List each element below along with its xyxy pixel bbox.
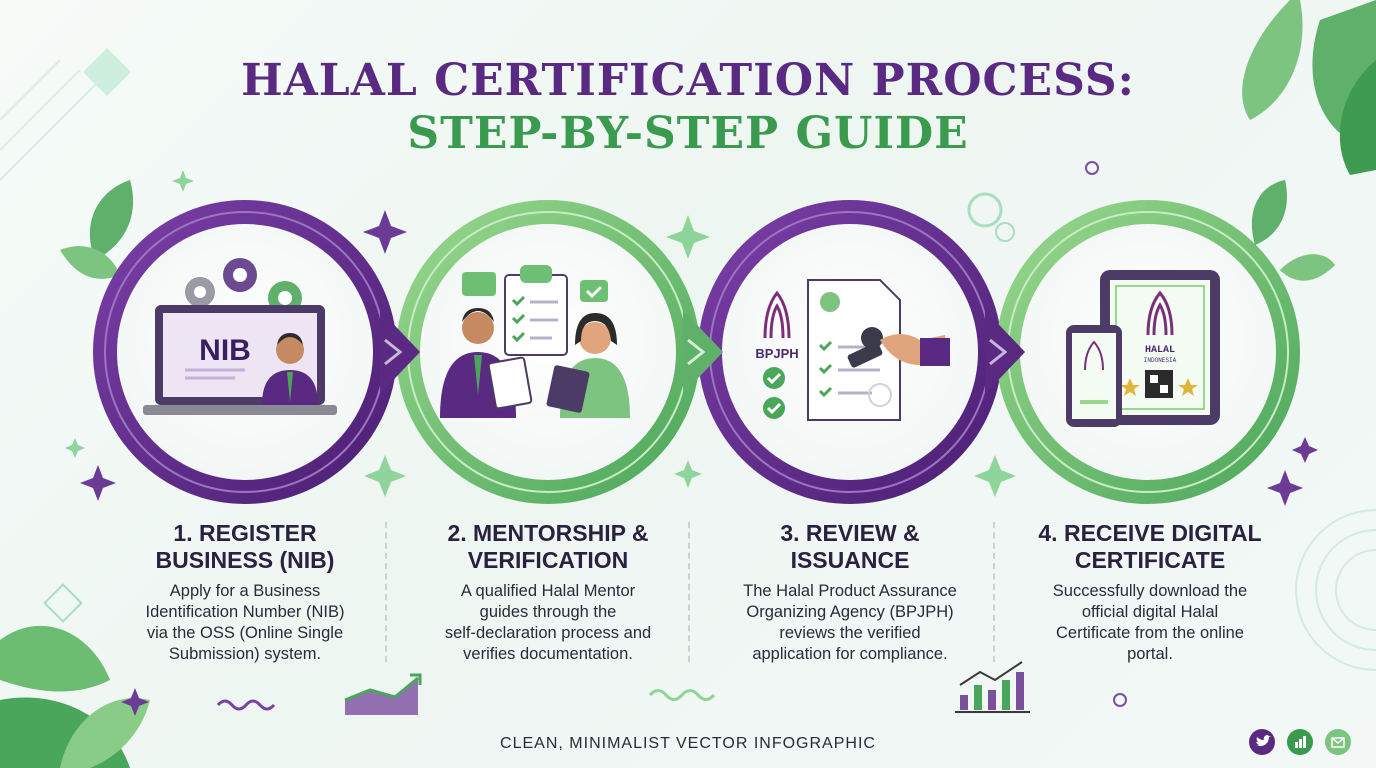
arrow-connector-2 (683, 310, 723, 394)
halal-logo-icon-small (1084, 340, 1104, 371)
halal-label: HALAL (1145, 345, 1175, 356)
mentorship-illustration (440, 265, 630, 418)
footer-caption: CLEAN, MINIMALIST VECTOR INFOGRAPHIC (500, 735, 876, 752)
step-4-description: Successfully download the official digit… (995, 581, 1305, 665)
step-2-desc-line: guides through the (479, 603, 617, 621)
step-4-desc-line: official digital Halal (1081, 603, 1219, 621)
step-1-desc-line: via the OSS (Online Single (146, 624, 344, 642)
star-icon-2 (1178, 378, 1198, 396)
step-1-title-line-2: BUSINESS (NIB) (155, 547, 335, 573)
page-title-line-1: HALAL CERTIFICATION PROCESS: (241, 55, 1135, 106)
step-1-desc-line: Identification Number (NIB) (145, 603, 345, 621)
diamond-outline-decoration (43, 583, 83, 623)
step-3-description: The Halal Product Assurance Organizing A… (690, 581, 1010, 665)
certificate-devices-illustration (1066, 270, 1220, 427)
bpjph-label: BPJPH (755, 346, 798, 361)
stamp-icon (847, 327, 883, 368)
gear-icon-purple (223, 258, 257, 292)
step-3-title-line-1: 3. REVIEW & (780, 520, 920, 546)
concentric-rings-decoration (1295, 509, 1376, 671)
step-2-title-line-1: 2. MENTORSHIP & (447, 520, 649, 546)
step-2-description: A qualified Halal Mentor guides through … (393, 581, 703, 665)
check-bubble-icon (580, 280, 608, 302)
leaf-decoration-left (60, 180, 134, 279)
laptop-illustration (143, 258, 337, 415)
step-1-desc-line: Submission) system. (168, 645, 322, 663)
step-2-title-line-2: VERIFICATION (467, 547, 629, 573)
bar-chart-decoration (955, 661, 1030, 713)
sparkle-decorations (80, 210, 1318, 716)
wave-decoration-purple (216, 699, 276, 711)
diagonal-lines-decoration (0, 59, 101, 181)
indonesia-label: INDONESIA (1144, 357, 1177, 364)
step-4-desc-line: portal. (1127, 645, 1173, 663)
step-4-title-line-2: CERTIFICATE (1074, 547, 1226, 573)
step-separator (688, 522, 690, 662)
step-separator (385, 522, 387, 662)
leaf-decoration-top-right (1242, 0, 1376, 175)
step-1-description: Apply for a Business Identification Numb… (90, 581, 400, 665)
page-title-line-2: STEP-BY-STEP GUIDE (407, 108, 969, 159)
step-4-desc-line: Certificate from the online (1055, 624, 1244, 642)
nib-label: NIB (199, 334, 251, 367)
arrow-connector-3 (985, 310, 1025, 394)
mail-icon[interactable] (1325, 729, 1351, 755)
review-illustration (763, 279, 950, 421)
step-4-desc-line: Successfully download the (1052, 582, 1248, 600)
step-2-desc-line: self-declaration process and (444, 624, 652, 642)
step-1-title-line-1: 1. REGISTER (173, 520, 317, 546)
ring-decoration-small (995, 222, 1015, 242)
step-2-desc-line: A qualified Halal Mentor (460, 582, 636, 600)
bpjph-logo-icon (763, 290, 791, 339)
sparkle-decorations-green (65, 170, 1016, 497)
step-3-desc-line: The Halal Product Assurance (743, 582, 957, 600)
ring-decoration-purple (1085, 161, 1099, 175)
ring-decoration-purple-bottom (1113, 693, 1127, 707)
halal-logo-icon (1146, 290, 1174, 336)
star-icon (1120, 378, 1140, 396)
leaf-decoration-right (1251, 180, 1335, 281)
step-separator (993, 522, 995, 662)
arrow-connector-1 (380, 310, 420, 394)
step-3-title: 3. REVIEW & ISSUANCE (700, 520, 1000, 574)
leaf-decoration-bottom-left (0, 625, 150, 768)
step-4-title-line-1: 4. RECEIVE DIGITAL (1038, 520, 1262, 546)
step-1-desc-line: Apply for a Business (169, 582, 321, 600)
wave-decoration-green (648, 689, 716, 701)
step-3-desc-line: reviews the verified (779, 624, 921, 642)
step-3-desc-line: application for compliance. (752, 645, 948, 663)
qr-code-icon (1145, 370, 1173, 398)
area-chart-decoration (344, 673, 422, 715)
step-2-title: 2. MENTORSHIP & VERIFICATION (398, 520, 698, 574)
twitter-icon[interactable] (1249, 729, 1275, 755)
chat-bubble-icon (462, 272, 496, 296)
step-3-title-line-2: ISSUANCE (790, 547, 910, 573)
step-1-title: 1. REGISTER BUSINESS (NIB) (105, 520, 385, 574)
step-4-title: 4. RECEIVE DIGITAL CERTIFICATE (1000, 520, 1300, 574)
step-3-desc-line: Organizing Agency (BPJPH) (746, 603, 954, 621)
chart-icon[interactable] (1287, 729, 1313, 755)
ring-decoration (967, 192, 1003, 228)
gear-icon (185, 277, 215, 307)
step-2-desc-line: verifies documentation. (463, 645, 633, 663)
